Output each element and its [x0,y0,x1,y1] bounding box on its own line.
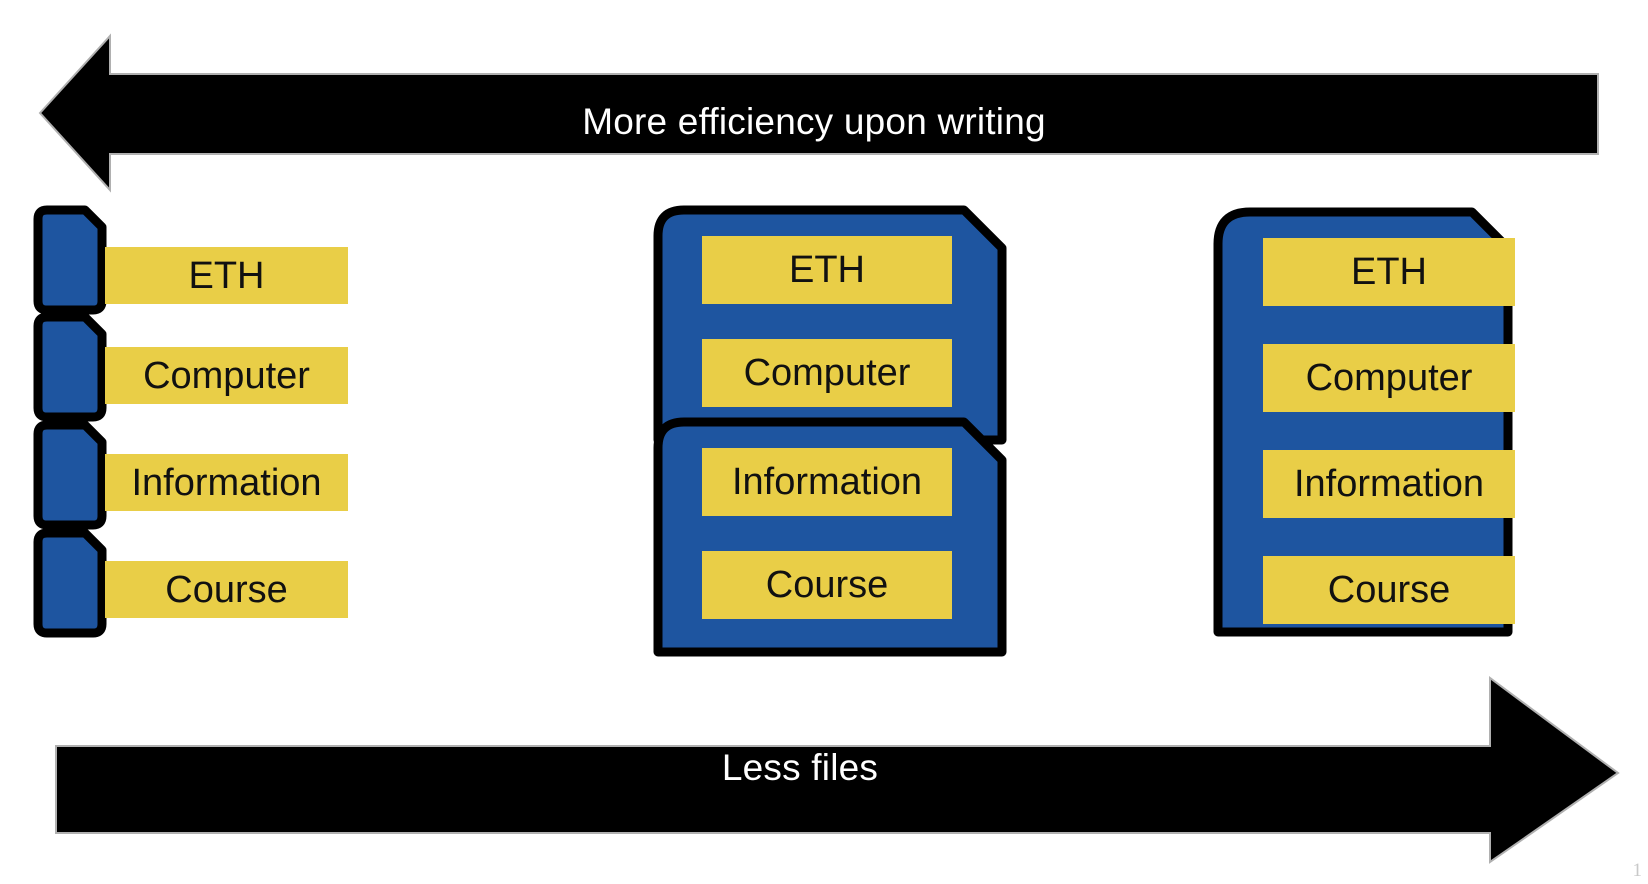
file-label-computer: Computer [1263,344,1515,412]
arrow-bottom-label: Less files [721,747,879,788]
file-label-eth: ETH [702,236,952,304]
file-card-eth-computer[interactable]: ETH Computer [648,200,1012,450]
file-label-eth: ETH [105,247,348,304]
file-icon [33,420,107,530]
arrow-left-icon [38,33,1599,193]
file-icon [33,528,107,638]
arrow-less-files: Less files [50,672,1628,868]
file-icon [1213,207,1513,637]
file-label-computer: Computer [105,347,348,404]
file-label-eth: ETH [1263,238,1515,306]
file-label-information: Information [702,448,952,516]
arrow-top-label: More efficiency upon writing [582,101,1046,142]
file-card-information-course[interactable]: Information Course [648,412,1012,662]
file-label-computer: Computer [702,339,952,407]
file-icon [33,205,107,315]
file-label-course: Course [1263,556,1515,624]
file-label-information: Information [105,454,348,511]
file-label-course: Course [105,561,348,618]
file-label-course: Course [702,551,952,619]
file-card-all[interactable]: ETH Computer Information Course [1152,192,1516,642]
file-label-information: Information [1263,450,1515,518]
arrow-right-icon [55,676,1620,864]
arrow-more-efficiency: More efficiency upon writing [28,30,1600,196]
page-number: 1 [1632,860,1643,881]
file-icon [33,312,107,422]
